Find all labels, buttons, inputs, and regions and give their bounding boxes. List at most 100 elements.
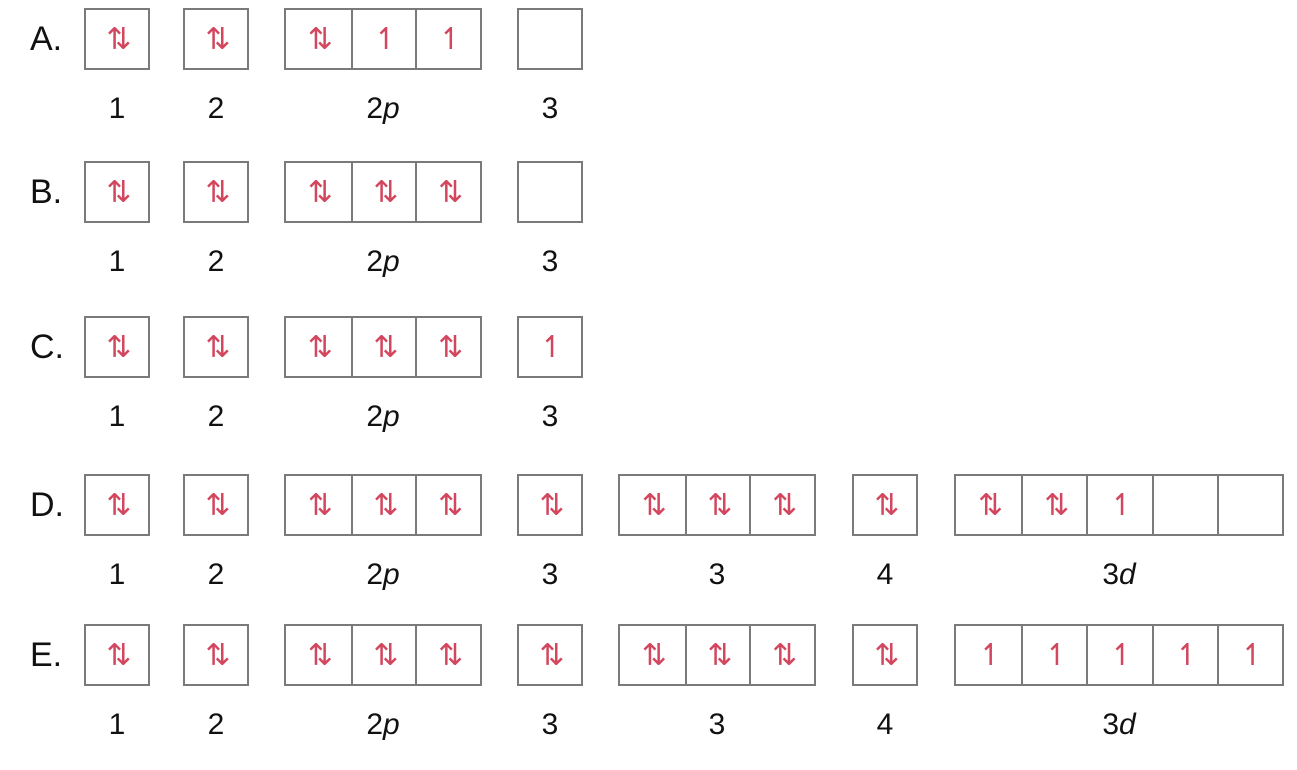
- sublevel-number: 2: [366, 245, 383, 278]
- sublevel-number: 2: [207, 92, 225, 125]
- orbital-box: ⇅: [641, 637, 667, 673]
- option-label[interactable]: D.: [30, 486, 64, 524]
- orbital-box: ↿: [1151, 626, 1217, 684]
- orbital-group: ⇅: [183, 8, 249, 70]
- orbital-box: ⇅: [205, 174, 230, 210]
- sublevel-number: 1: [108, 92, 126, 125]
- orbital-box: ⇅: [350, 318, 416, 376]
- sublevel-number: 3: [541, 92, 559, 125]
- orbital-box: [519, 163, 581, 221]
- orbital-sublevel-label: 1: [109, 247, 126, 277]
- orbital-box: ⇅: [1021, 476, 1086, 534]
- orbital-box: ⇅: [539, 487, 564, 523]
- orbital-sublevel-label: 3d: [1102, 560, 1135, 590]
- orbital-group: ⇅⇅⇅: [284, 161, 482, 223]
- orbital-sublevel-label: 3: [542, 94, 559, 124]
- orbital-box: ⇅: [205, 637, 230, 673]
- orbital-sublevel-label: 1: [109, 560, 126, 590]
- sublevel-number: 1: [108, 708, 126, 741]
- orbital-box: ⇅: [874, 637, 899, 673]
- sublevel-number: 3: [541, 400, 559, 433]
- orbital-box: ⇅: [350, 163, 416, 221]
- sublevel-number: 3: [1102, 558, 1119, 591]
- sublevel-letter: p: [383, 400, 400, 433]
- orbital-box: ⇅: [307, 174, 333, 210]
- option-label[interactable]: E.: [30, 636, 63, 674]
- sublevel-number: 3: [541, 708, 559, 741]
- orbital-box: ⇅: [106, 487, 131, 523]
- orbital-box: ⇅: [307, 637, 333, 673]
- orbital-group: ↿: [517, 316, 583, 378]
- orbital-group: ⇅: [84, 8, 150, 70]
- sublevel-number: 2: [207, 400, 225, 433]
- orbital-box: ⇅: [106, 637, 131, 673]
- orbital-sublevel-label: 1: [109, 402, 126, 432]
- sublevel-number: 1: [108, 245, 126, 278]
- sublevel-number: 4: [876, 708, 894, 741]
- orbital-group: ⇅: [517, 624, 583, 686]
- orbital-box: ⇅: [684, 476, 750, 534]
- orbital-group: ⇅: [852, 624, 918, 686]
- sublevel-number: 1: [108, 558, 126, 591]
- orbital-sublevel-label: 2p: [366, 710, 399, 740]
- orbital-box: ⇅: [978, 487, 1003, 523]
- orbital-group: ⇅: [84, 474, 150, 536]
- orbital-sublevel-label: 1: [109, 94, 126, 124]
- orbital-sublevel-label: 3: [709, 710, 726, 740]
- orbital-box: [1216, 476, 1282, 534]
- orbital-box: ⇅: [205, 21, 230, 57]
- sublevel-letter: p: [383, 708, 400, 741]
- orbital-box: ⇅: [106, 174, 131, 210]
- orbital-box: [1151, 476, 1217, 534]
- orbital-sublevel-label: 4: [877, 560, 894, 590]
- orbital-sublevel-label: 2p: [366, 402, 399, 432]
- sublevel-number: 4: [876, 558, 894, 591]
- orbital-group: ⇅: [183, 624, 249, 686]
- option-label[interactable]: A.: [30, 20, 63, 58]
- orbital-sublevel-label: 3: [542, 560, 559, 590]
- sublevel-number: 3: [541, 558, 559, 591]
- sublevel-letter: p: [383, 92, 400, 125]
- orbital-box: ⇅: [350, 626, 416, 684]
- orbital-sublevel-label: 2p: [366, 247, 399, 277]
- orbital-box: [519, 10, 581, 68]
- sublevel-letter: d: [1119, 708, 1136, 741]
- orbital-group: ⇅: [852, 474, 918, 536]
- orbital-sublevel-label: 3: [709, 560, 726, 590]
- orbital-box: ↿: [1086, 476, 1151, 534]
- orbital-group: ⇅: [183, 161, 249, 223]
- sublevel-number: 2: [366, 708, 383, 741]
- sublevel-number: 3: [541, 245, 559, 278]
- orbital-box: ↿: [1021, 626, 1086, 684]
- sublevel-number: 3: [708, 708, 726, 741]
- orbital-box: ⇅: [106, 21, 131, 57]
- orbital-sublevel-label: 2: [208, 710, 225, 740]
- orbital-group: ⇅: [183, 316, 249, 378]
- orbital-box: ↿: [978, 637, 1003, 673]
- orbital-box: ⇅: [749, 626, 814, 684]
- orbital-box: ⇅: [205, 487, 230, 523]
- orbital-group: ⇅: [84, 161, 150, 223]
- sublevel-number: 2: [207, 245, 225, 278]
- orbital-box: ⇅: [415, 318, 480, 376]
- orbital-group: ⇅: [183, 474, 249, 536]
- orbital-sublevel-label: 1: [109, 710, 126, 740]
- orbital-group: [517, 161, 583, 223]
- orbital-box: ⇅: [307, 487, 333, 523]
- orbital-sublevel-label: 3: [542, 710, 559, 740]
- sublevel-number: 2: [207, 558, 225, 591]
- orbital-box: ⇅: [307, 21, 333, 57]
- orbital-box: ⇅: [307, 329, 333, 365]
- option-label[interactable]: C.: [30, 328, 64, 366]
- orbital-box: ⇅: [415, 626, 480, 684]
- sublevel-number: 2: [366, 558, 383, 591]
- orbital-box: ⇅: [106, 329, 131, 365]
- sublevel-letter: p: [383, 245, 400, 278]
- orbital-sublevel-label: 3d: [1102, 710, 1135, 740]
- orbital-group: ⇅: [84, 624, 150, 686]
- option-row: D.⇅1⇅2⇅⇅⇅2p⇅3⇅⇅⇅3⇅4⇅⇅↿3d: [0, 474, 1297, 594]
- option-label[interactable]: B.: [30, 173, 63, 211]
- orbital-group: ⇅⇅⇅: [284, 624, 482, 686]
